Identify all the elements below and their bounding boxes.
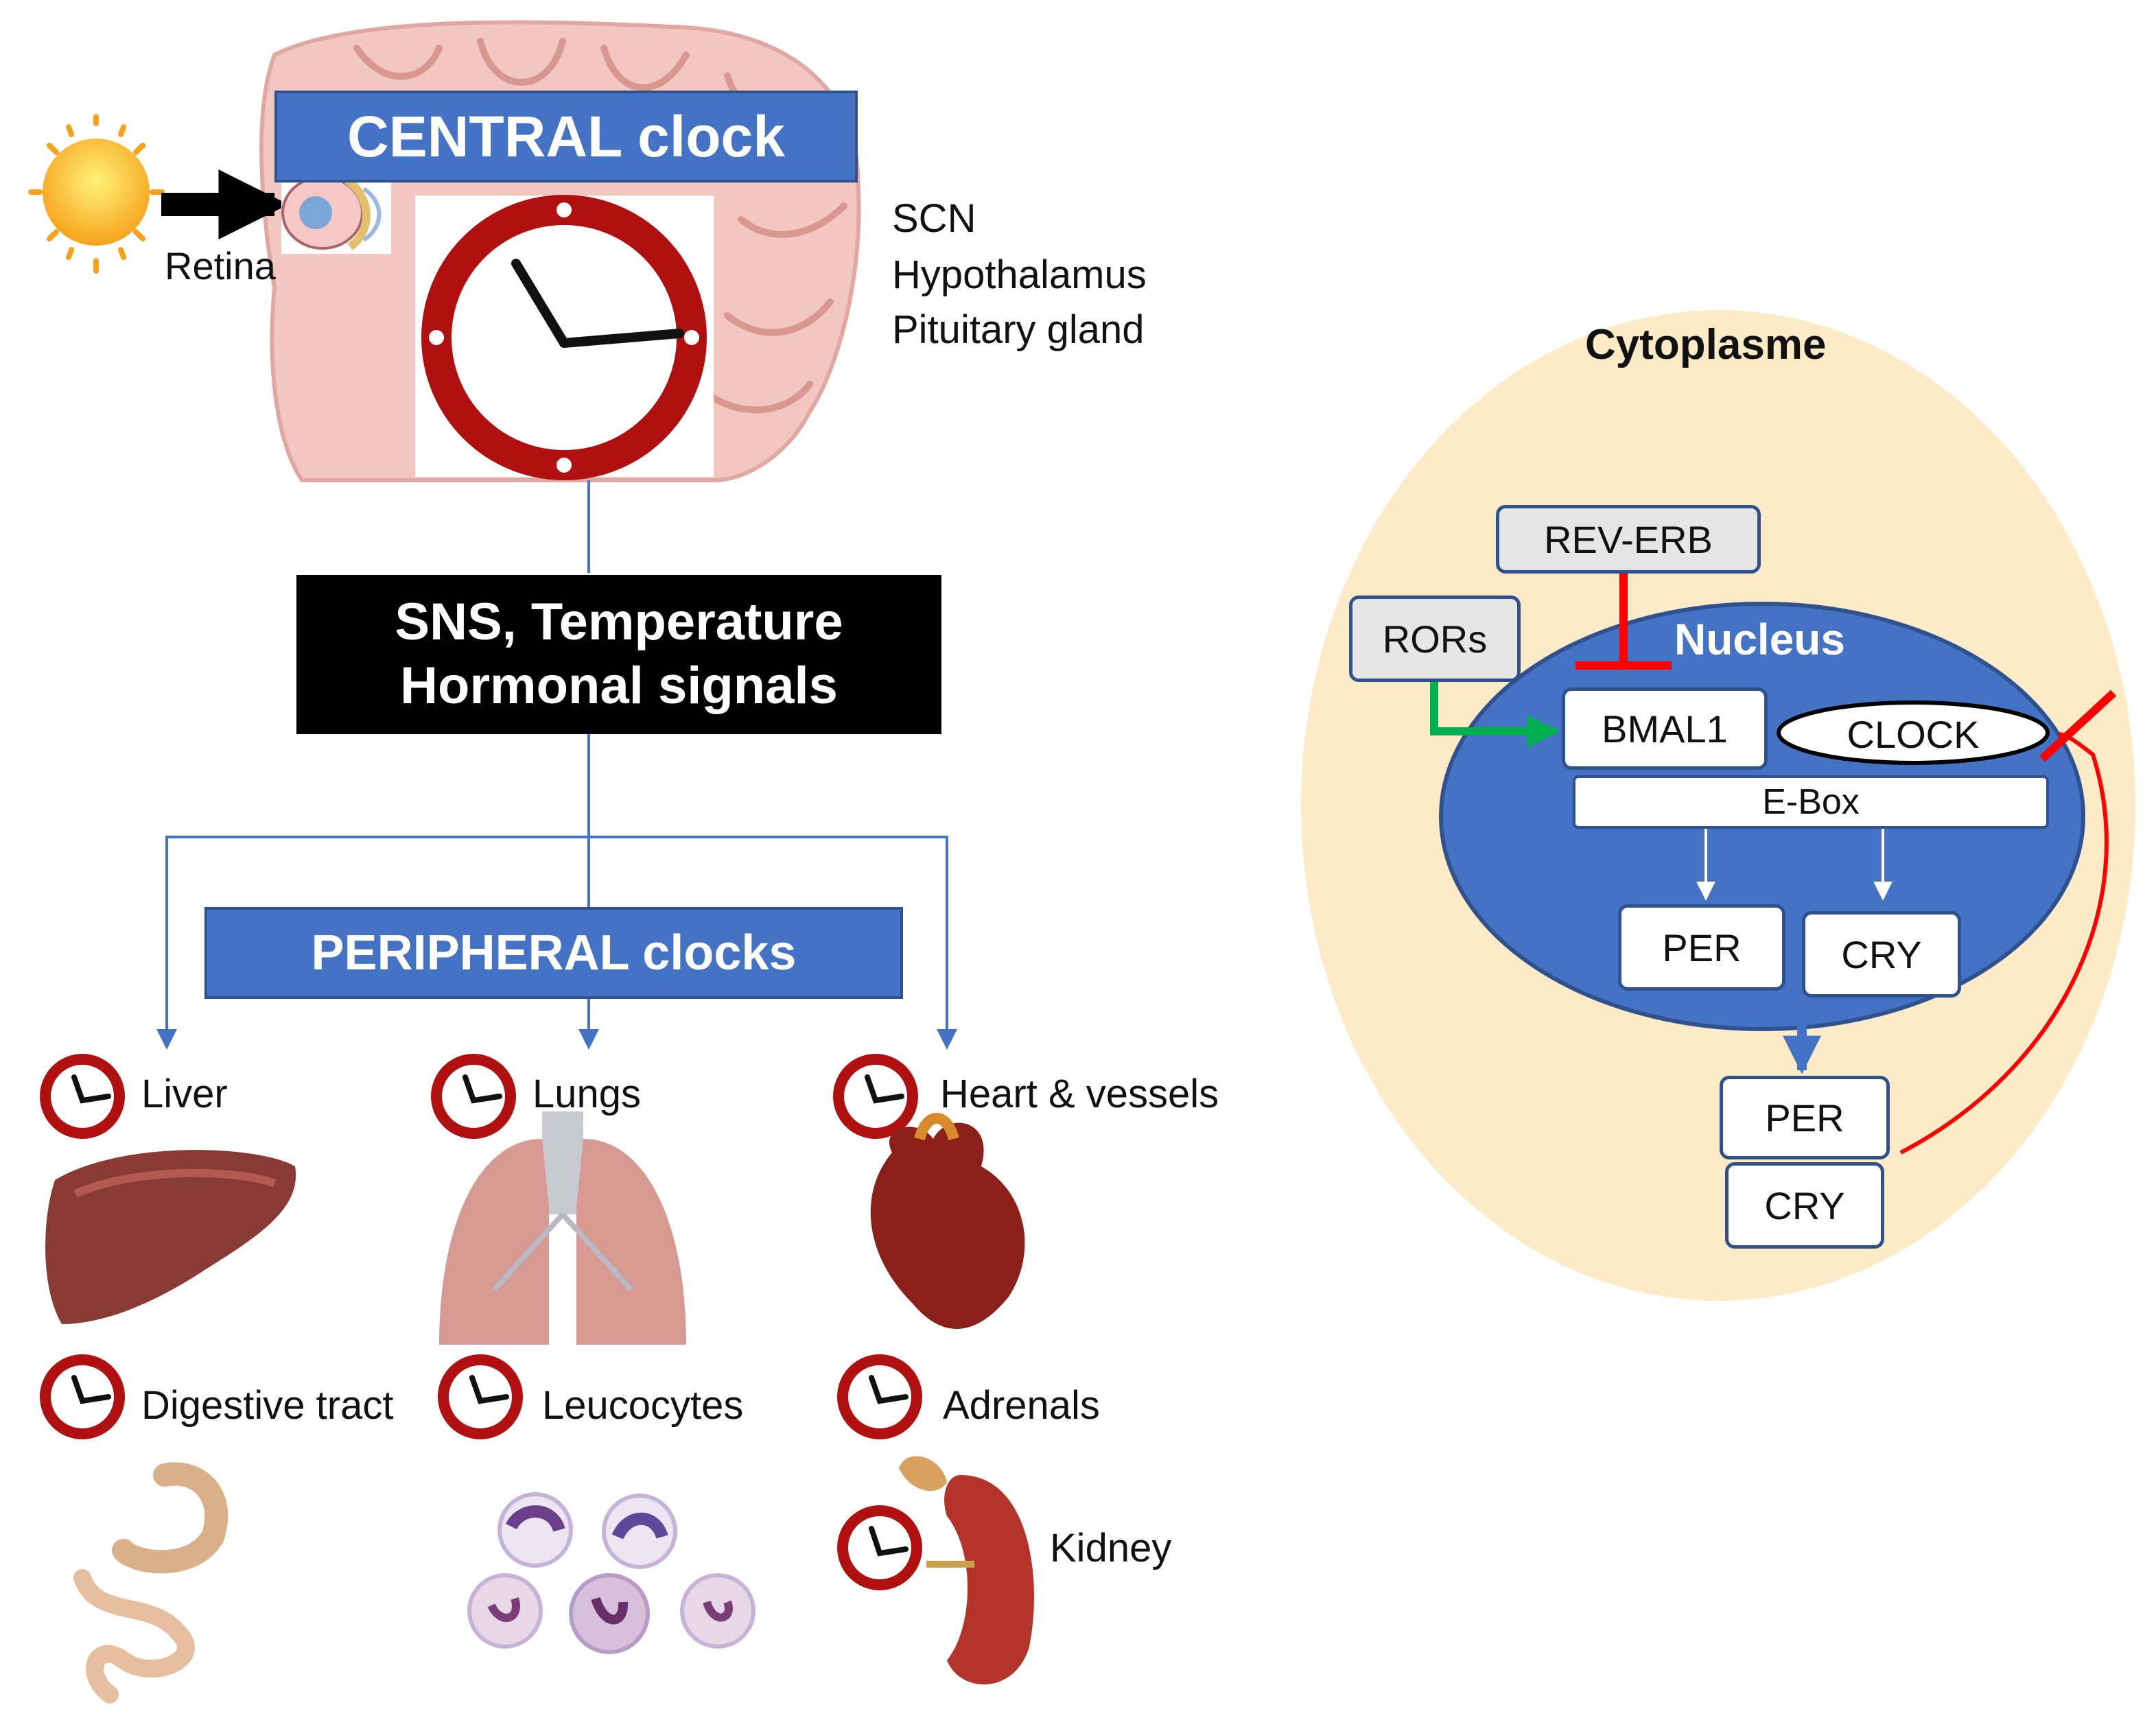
organ-label-adrenals: Adrenals — [943, 1383, 1100, 1428]
per-cry-feedback-inhibition — [1899, 732, 2109, 1155]
retina-label: Retina — [165, 244, 276, 287]
region-hypothalamus: Hypothalamus — [892, 252, 1147, 297]
cry-cytoplasmic-node: CRY — [1725, 1162, 1884, 1249]
clock-icon-leucocytes — [438, 1354, 523, 1439]
organ-label-lungs: Lungs — [532, 1072, 642, 1116]
region-pituitary-gland: Pituitary gland — [892, 307, 1145, 352]
cry-nuclear-node: CRY — [1802, 911, 1961, 998]
arrow-heads-down — [156, 1029, 957, 1050]
heart-illustration — [870, 1113, 1025, 1330]
clock-node: CLOCK — [1847, 712, 1980, 756]
rev-erb-node: REV-ERB — [1496, 505, 1761, 574]
signals-line-2: Hormonal signals — [400, 657, 838, 715]
clock-icon-liver — [40, 1054, 125, 1139]
digestive-tract-illustration — [73, 1462, 229, 1703]
clock-icon-heart — [833, 1054, 918, 1139]
clock-icon-adrenals — [837, 1354, 922, 1439]
clock-icon-lungs — [431, 1054, 516, 1139]
rev-erb-inhibition-line — [1575, 574, 1672, 670]
central-clock-title: CENTRAL clock — [274, 91, 858, 182]
per-cytoplasmic-node: PER — [1720, 1076, 1890, 1159]
rors-node: RORs — [1349, 596, 1521, 682]
feedback-inhibition-bar — [2039, 689, 2117, 762]
cytoplasm-label: Cytoplasme — [1585, 321, 1827, 368]
adrenal-kidney-illustration — [899, 1456, 1034, 1685]
clock-icon-digestive — [40, 1354, 125, 1439]
organ-label-leucocytes: Leucocytes — [542, 1383, 744, 1428]
rors-activation-arrow — [1430, 679, 1560, 748]
organ-label-liver: Liver — [141, 1072, 228, 1116]
organ-label-kidney: Kidney — [1050, 1526, 1172, 1570]
central-clock-icon — [415, 195, 714, 480]
lungs-illustration — [439, 1111, 686, 1345]
clock-icon-kidney — [837, 1505, 922, 1590]
leucocytes-illustration — [467, 1492, 755, 1654]
nucleus-label: Nucleus — [1674, 615, 1845, 664]
region-scn: SCN — [892, 196, 976, 241]
organ-label-digestive: Digestive tract — [141, 1383, 394, 1428]
clock-ellipse — [1777, 700, 2050, 765]
peripheral-clocks-title: PERIPHERAL clocks — [204, 907, 903, 999]
liver-illustration — [45, 1150, 296, 1324]
signals-box: SNS, Temperature Hormonal signals — [296, 575, 941, 734]
bmal1-node: BMAL1 — [1562, 687, 1768, 770]
organ-label-heart: Heart & vessels — [940, 1072, 1219, 1116]
signals-line-1: SNS, Temperature — [395, 593, 843, 652]
eye-icon — [281, 172, 391, 254]
ebox-node: E-Box — [1573, 775, 2049, 829]
sun-icon — [28, 114, 165, 274]
per-nuclear-node: PER — [1618, 904, 1785, 991]
